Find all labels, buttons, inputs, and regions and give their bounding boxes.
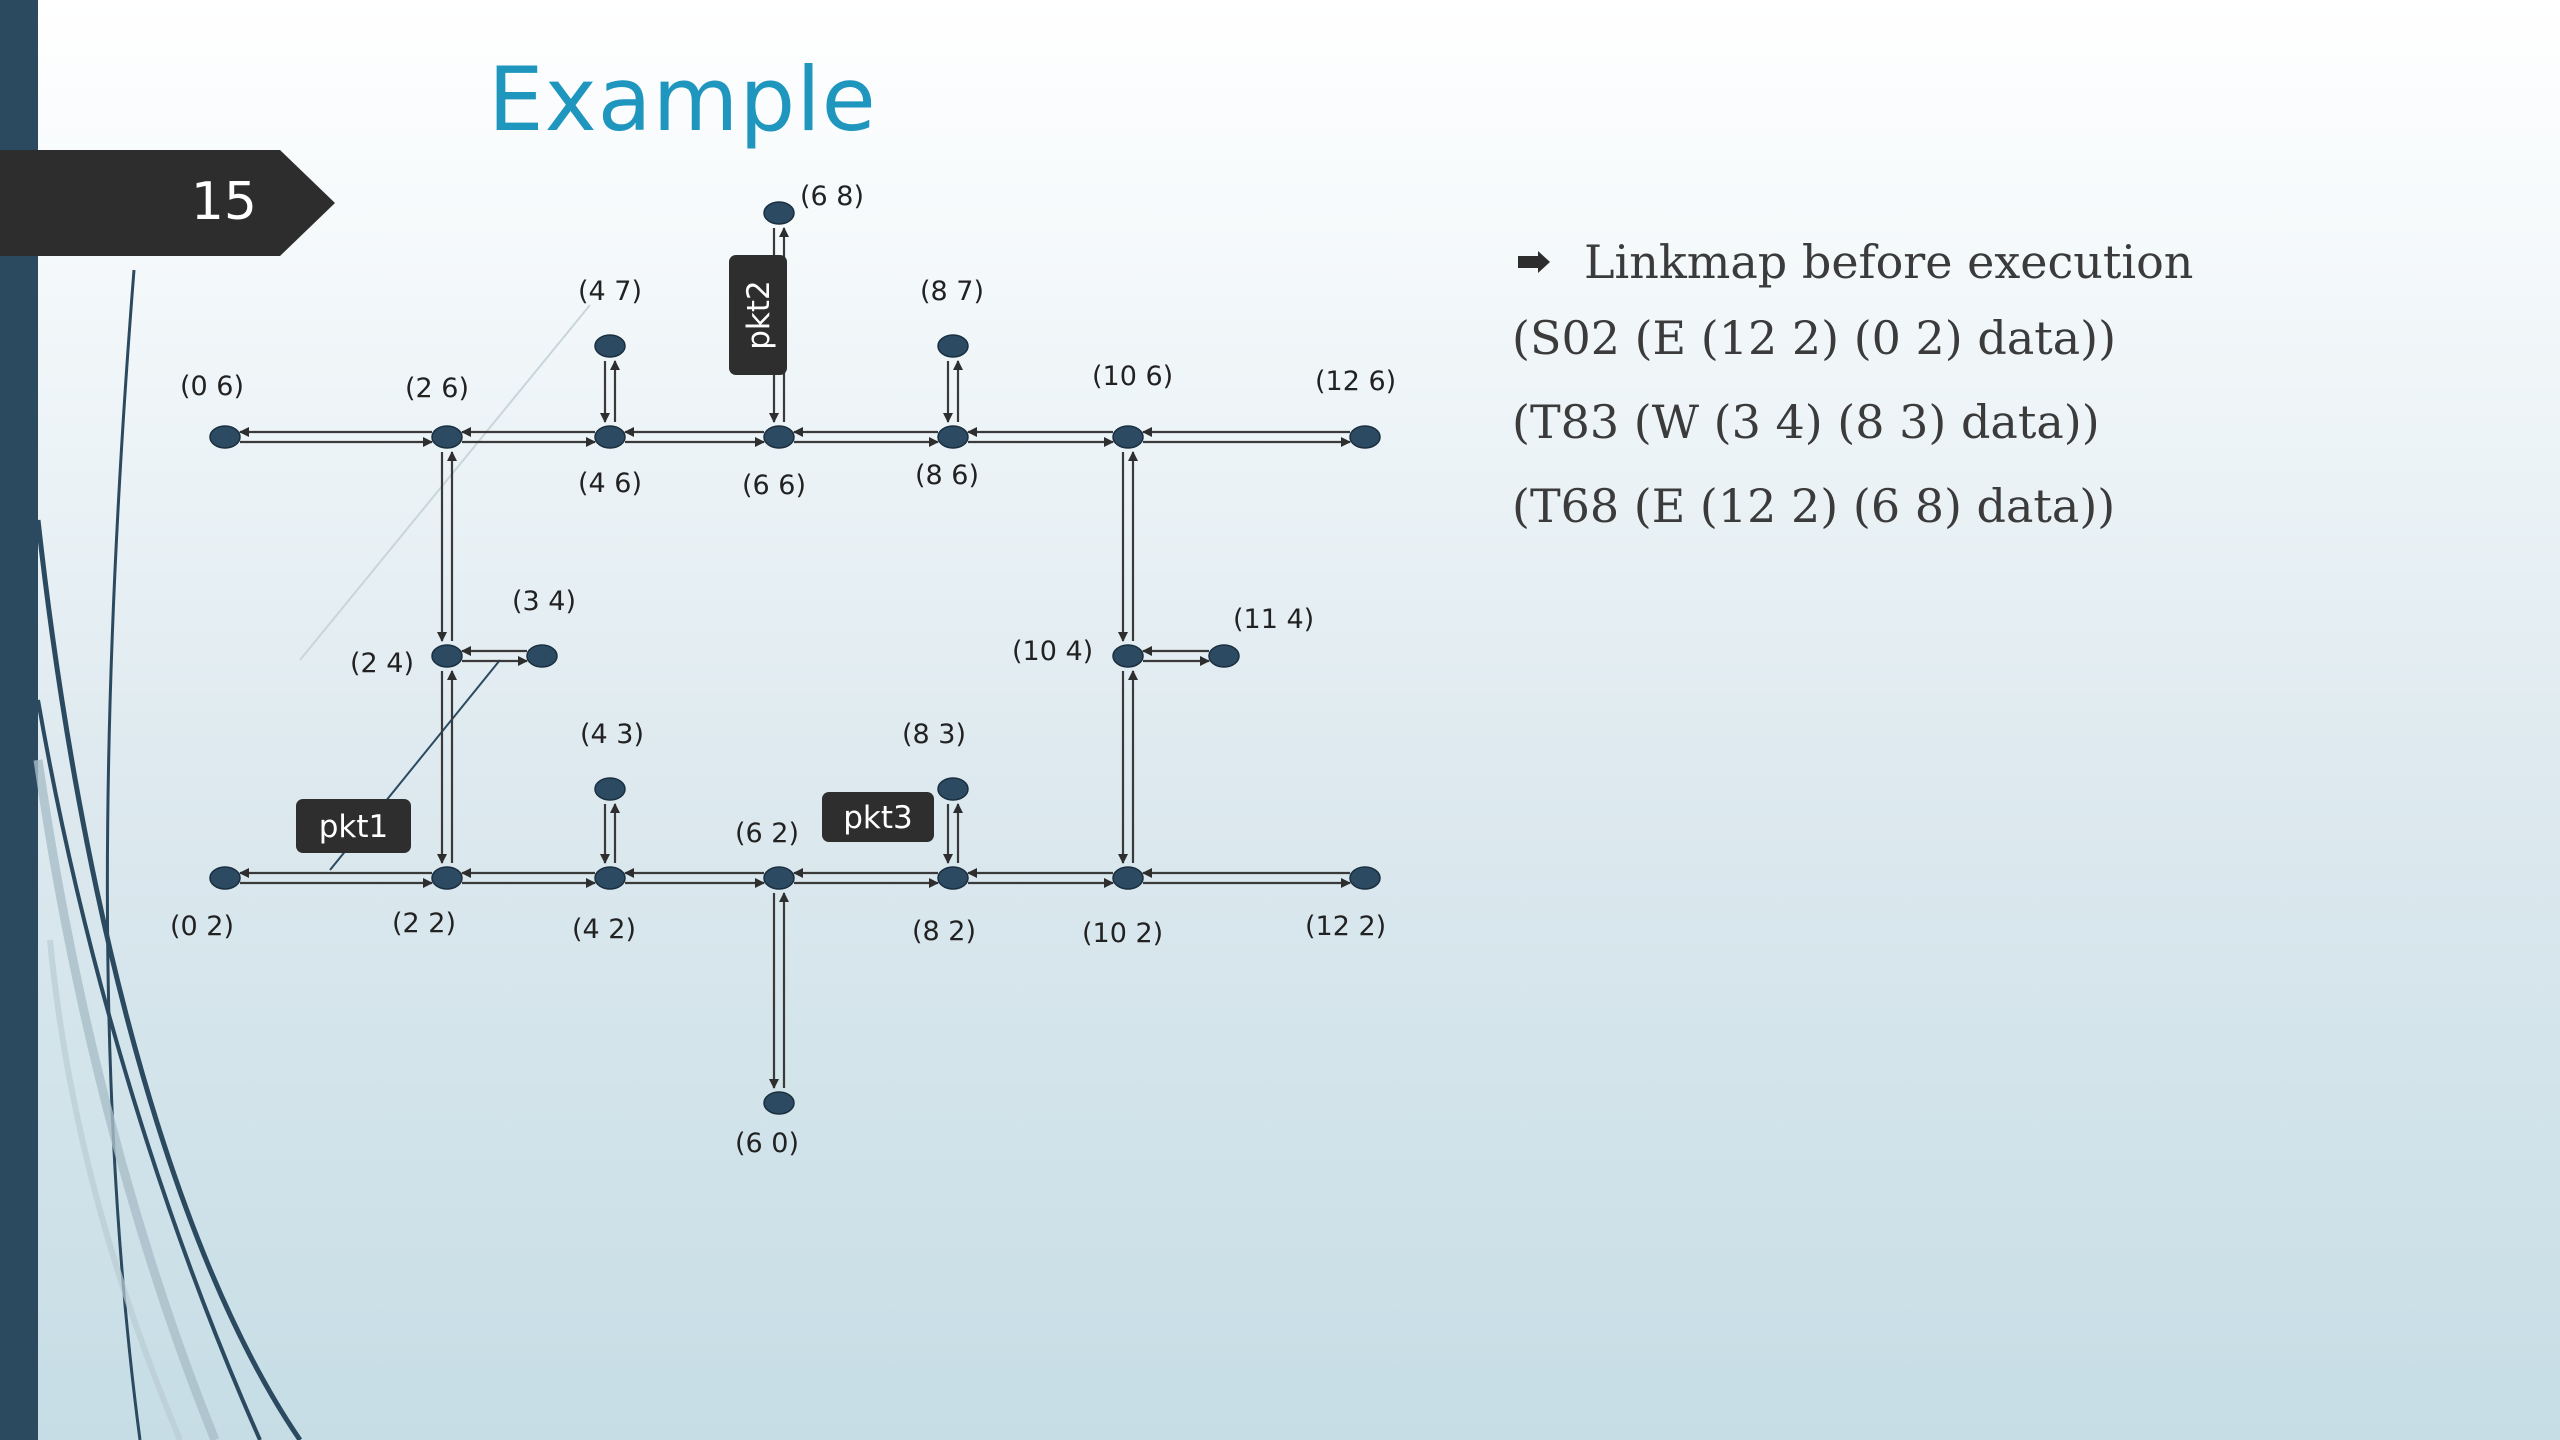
node-label: (8 3) <box>902 719 966 750</box>
node-label: (6 8) <box>800 181 864 212</box>
packet-label: pkt1 <box>319 809 389 845</box>
linkmap-entry: (T83 (W (3 4) (8 3) data)) <box>1512 395 2100 449</box>
node-label: (8 7) <box>920 276 984 307</box>
packet-pkt3: pkt3 <box>822 792 934 842</box>
links-layer <box>239 227 1351 1089</box>
decorative-swooshes <box>33 269 303 1440</box>
node-label: (4 3) <box>580 719 644 750</box>
slide-number: 15 <box>190 172 257 232</box>
node-n02 <box>209 866 241 890</box>
node-label: (8 6) <box>915 460 979 491</box>
node-label: (0 6) <box>180 371 244 402</box>
packet-box <box>296 799 411 853</box>
packets-layer: pkt1 pkt2 pkt3 <box>296 255 934 853</box>
node-label: (6 0) <box>735 1128 799 1159</box>
node-n122 <box>1349 866 1381 890</box>
node-label: (4 2) <box>572 914 636 945</box>
node-label: (10 6) <box>1092 361 1173 392</box>
node-label: (8 2) <box>912 916 976 947</box>
node-n86 <box>937 425 969 449</box>
node-label: (12 2) <box>1305 911 1386 942</box>
node-n102 <box>1112 866 1144 890</box>
packet-label: pkt3 <box>843 800 913 836</box>
packet-pkt2: pkt2 <box>729 255 787 375</box>
node-label: (12 6) <box>1315 366 1396 397</box>
node-n46 <box>594 425 626 449</box>
linkmap-panel: Linkmap before execution (S02 (E (12 2) … <box>1512 228 2512 548</box>
node-n43 <box>594 777 626 801</box>
node-label: (4 7) <box>578 276 642 307</box>
linkmap-entry: (T68 (E (12 2) (6 8) data)) <box>1512 479 2116 533</box>
packet-box <box>822 792 934 842</box>
slide-title: Example <box>488 48 877 151</box>
node-n62 <box>763 866 795 890</box>
node-n114 <box>1208 644 1240 668</box>
node-label: (2 2) <box>392 908 456 939</box>
labels-layer: (0 6) (2 6) (4 6) (6 6) (8 6) (10 6) (12 6) (4 … <box>170 181 1396 1159</box>
linkmap-heading: Linkmap before execution <box>1584 235 2194 289</box>
node-label: (10 4) <box>1012 636 1093 667</box>
node-n126 <box>1349 425 1381 449</box>
node-label: (11 4) <box>1233 604 1314 635</box>
node-n47 <box>594 334 626 358</box>
node-label: (3 4) <box>512 586 576 617</box>
node-label: (6 6) <box>742 470 806 501</box>
node-label: (0 2) <box>170 911 234 942</box>
node-n66 <box>763 425 795 449</box>
node-n106 <box>1112 425 1144 449</box>
node-n42 <box>594 866 626 890</box>
slide-number-tab: 15 <box>0 150 335 256</box>
overlay-line <box>299 304 591 661</box>
packet-box <box>729 255 787 375</box>
node-label: (10 2) <box>1082 918 1163 949</box>
node-n26 <box>431 425 463 449</box>
node-n82 <box>937 866 969 890</box>
node-n87 <box>937 334 969 358</box>
node-n104 <box>1112 644 1144 668</box>
node-n24 <box>431 644 463 668</box>
packet-pkt1: pkt1 <box>296 799 411 853</box>
node-n68 <box>763 201 795 225</box>
node-n83 <box>937 777 969 801</box>
node-n22 <box>431 866 463 890</box>
arrow-bullet-icon <box>1518 251 1550 273</box>
linkmap-heading-row: Linkmap before execution <box>1512 228 2512 296</box>
node-label: (6 2) <box>735 818 799 849</box>
node-n06 <box>209 425 241 449</box>
node-label: (2 6) <box>405 373 469 404</box>
node-n60 <box>763 1091 795 1115</box>
node-label: (4 6) <box>578 468 642 499</box>
node-n34 <box>526 644 558 668</box>
linkmap-entry: (S02 (E (12 2) (0 2) data)) <box>1512 311 2117 365</box>
nodes-layer <box>209 201 1381 1115</box>
node-label: (2 4) <box>350 648 414 679</box>
packet-label: pkt2 <box>741 280 777 350</box>
